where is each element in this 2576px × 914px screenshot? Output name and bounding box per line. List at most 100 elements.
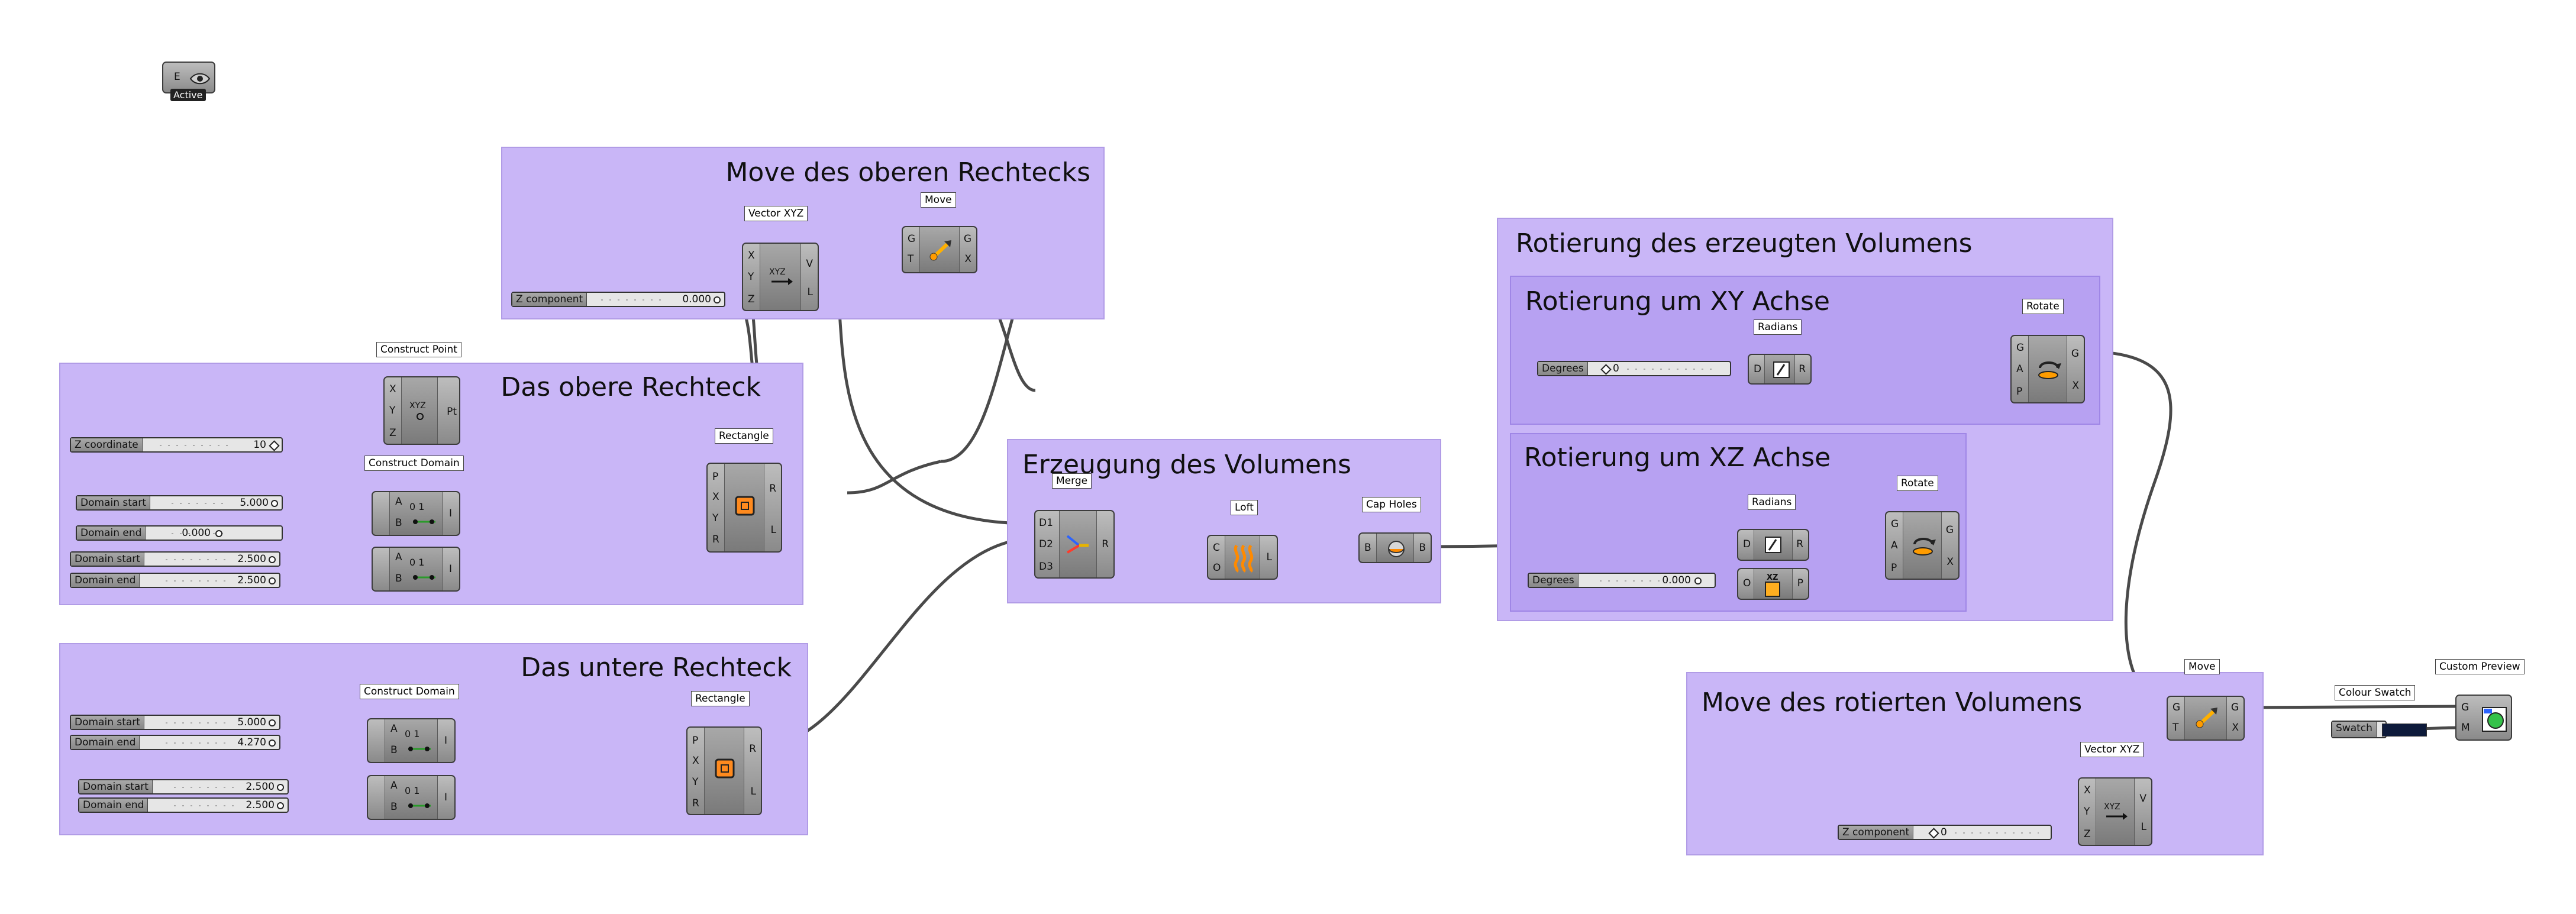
cap-holes-tag: Cap Holes bbox=[1362, 497, 1421, 512]
z-coordinate-slider[interactable]: Z coordinate 10 bbox=[70, 437, 283, 453]
vector-xyz-component[interactable]: X Y Z V L XYZ bbox=[2078, 777, 2152, 846]
port-t: T bbox=[908, 253, 914, 265]
point-icon: XYZ bbox=[409, 401, 426, 420]
vector-xyz-tag: Vector XYZ bbox=[2080, 742, 2144, 757]
move-icon bbox=[2196, 708, 2217, 728]
domain-end-slider[interactable]: Domain end 4.270 bbox=[70, 735, 280, 750]
port-i: I bbox=[448, 508, 452, 519]
slider-knob[interactable] bbox=[271, 500, 278, 507]
loft-component[interactable]: C O L bbox=[1207, 535, 1278, 580]
slider-knob[interactable] bbox=[269, 577, 276, 584]
port-p: P bbox=[1797, 577, 1803, 589]
slider-knob[interactable] bbox=[269, 440, 280, 451]
domain-start-slider[interactable]: Domain start 5.000 bbox=[70, 715, 280, 730]
port-o: O bbox=[1213, 562, 1221, 574]
port-d: D bbox=[1743, 538, 1751, 550]
z-component-slider[interactable]: Z component 0 bbox=[1838, 825, 2052, 840]
domain-icon: 0 1 bbox=[409, 557, 435, 580]
group-xy[interactable]: Rotierung um XY Achse bbox=[1510, 276, 2100, 425]
svg-text:0 1: 0 1 bbox=[409, 501, 424, 512]
merge-component[interactable]: D1 D2 D3 R bbox=[1034, 510, 1115, 579]
port-g: G bbox=[2461, 702, 2470, 713]
port-l-out: L bbox=[750, 786, 756, 797]
port-p: P bbox=[692, 735, 699, 747]
slider-knob[interactable] bbox=[269, 739, 276, 747]
wire bbox=[847, 460, 941, 495]
eye-toggle-icon bbox=[189, 73, 211, 85]
custom-preview-component[interactable]: G M bbox=[2455, 695, 2512, 741]
port-g-out: G bbox=[2230, 702, 2239, 713]
rotate-component[interactable]: G A P G X bbox=[1885, 511, 1960, 580]
rectangle-component[interactable]: P X Y R R L bbox=[686, 726, 762, 815]
port-t: T bbox=[2173, 722, 2179, 734]
move-component[interactable]: G T G X bbox=[2167, 696, 2245, 741]
construct-point-component[interactable]: X Y Z Pt XYZ bbox=[383, 376, 460, 445]
slider-knob[interactable] bbox=[1694, 577, 1702, 584]
swatch-color-box[interactable] bbox=[2382, 724, 2427, 737]
port-g: G bbox=[2173, 702, 2181, 713]
port-pt: Pt bbox=[447, 406, 457, 418]
slider-knob[interactable] bbox=[1600, 364, 1612, 375]
construct-domain-component[interactable]: A B I 0 1 bbox=[372, 547, 460, 592]
port-b: B bbox=[390, 744, 398, 756]
port-i: I bbox=[448, 563, 452, 575]
port-y: Y bbox=[692, 776, 699, 788]
port-a: A bbox=[390, 780, 398, 792]
xz-plane-component[interactable]: O P XZ bbox=[1737, 568, 1809, 600]
port-v: V bbox=[2139, 793, 2146, 805]
port-d3: D3 bbox=[1039, 561, 1053, 573]
domain-end-slider[interactable]: Domain end 2.500 bbox=[70, 573, 280, 588]
construct-domain-component[interactable]: A B I 0 1 bbox=[367, 718, 456, 763]
port-x: X bbox=[2084, 784, 2091, 796]
construct-domain-component[interactable]: A B I 0 1 bbox=[372, 491, 460, 536]
radians-component[interactable]: D R bbox=[1737, 529, 1809, 561]
slider-knob[interactable] bbox=[269, 719, 276, 726]
port-o: O bbox=[1743, 577, 1751, 589]
port-p: P bbox=[1891, 562, 1897, 574]
z-component-slider[interactable]: Z component 0.000 bbox=[511, 292, 725, 307]
rotate-tag: Rotate bbox=[2022, 299, 2064, 314]
port-a: A bbox=[2016, 363, 2023, 375]
port-m: M bbox=[2461, 722, 2470, 734]
radians-icon bbox=[1765, 537, 1781, 553]
port-i: I bbox=[444, 792, 447, 803]
port-z: Z bbox=[389, 427, 396, 439]
domain-start-slider[interactable]: Domain start 2.500 bbox=[70, 551, 280, 567]
construct-domain-tag: Construct Domain bbox=[364, 456, 464, 471]
port-x: X bbox=[712, 491, 719, 503]
slider-knob[interactable] bbox=[277, 784, 284, 791]
rectangle-component[interactable]: P X Y R R L bbox=[706, 463, 782, 553]
move-component[interactable]: G T G X bbox=[902, 226, 977, 273]
slider-knob[interactable] bbox=[277, 802, 284, 809]
group-title: Move des oberen Rechtecks bbox=[725, 157, 1090, 188]
domain-icon: 0 1 bbox=[405, 728, 431, 751]
domain-start-slider[interactable]: Domain start 2.500 bbox=[78, 779, 289, 794]
degrees-slider[interactable]: Degrees 0.000 bbox=[1528, 573, 1716, 588]
construct-domain-component[interactable]: A B I 0 1 bbox=[367, 775, 456, 820]
colour-swatch[interactable]: Swatch bbox=[2331, 721, 2427, 738]
svg-text:XYZ: XYZ bbox=[769, 267, 786, 277]
port-g-out: G bbox=[2071, 348, 2079, 360]
group-title: Das untere Rechteck bbox=[521, 653, 792, 683]
domain-start-slider[interactable]: Domain start 5.000 bbox=[76, 495, 283, 511]
active-component[interactable]: E bbox=[162, 62, 215, 93]
slider-knob[interactable] bbox=[269, 556, 276, 563]
slider-knob[interactable] bbox=[215, 530, 222, 537]
port-r: R bbox=[1102, 538, 1109, 550]
port-r: R bbox=[1796, 538, 1803, 550]
vector-xyz-component[interactable]: X Y Z V L XYZ bbox=[742, 243, 819, 311]
radians-component[interactable]: D R bbox=[1748, 354, 1812, 385]
svg-text:XYZ: XYZ bbox=[409, 401, 426, 411]
rotate-icon bbox=[1913, 538, 1936, 555]
rectangle-icon bbox=[715, 758, 735, 779]
domain-end-slider[interactable]: Domain end 0.000 bbox=[76, 525, 283, 541]
domain-end-slider[interactable]: Domain end 2.500 bbox=[78, 797, 289, 813]
slider-knob[interactable] bbox=[714, 296, 721, 303]
rotate-component[interactable]: G A P G X bbox=[2010, 335, 2085, 403]
port-d: D bbox=[1754, 363, 1762, 375]
cap-holes-component[interactable]: B B bbox=[1358, 532, 1432, 563]
port-r-out: R bbox=[749, 743, 756, 755]
degrees-slider[interactable]: Degrees 0 bbox=[1537, 361, 1731, 376]
slider-knob[interactable] bbox=[1928, 828, 1939, 839]
